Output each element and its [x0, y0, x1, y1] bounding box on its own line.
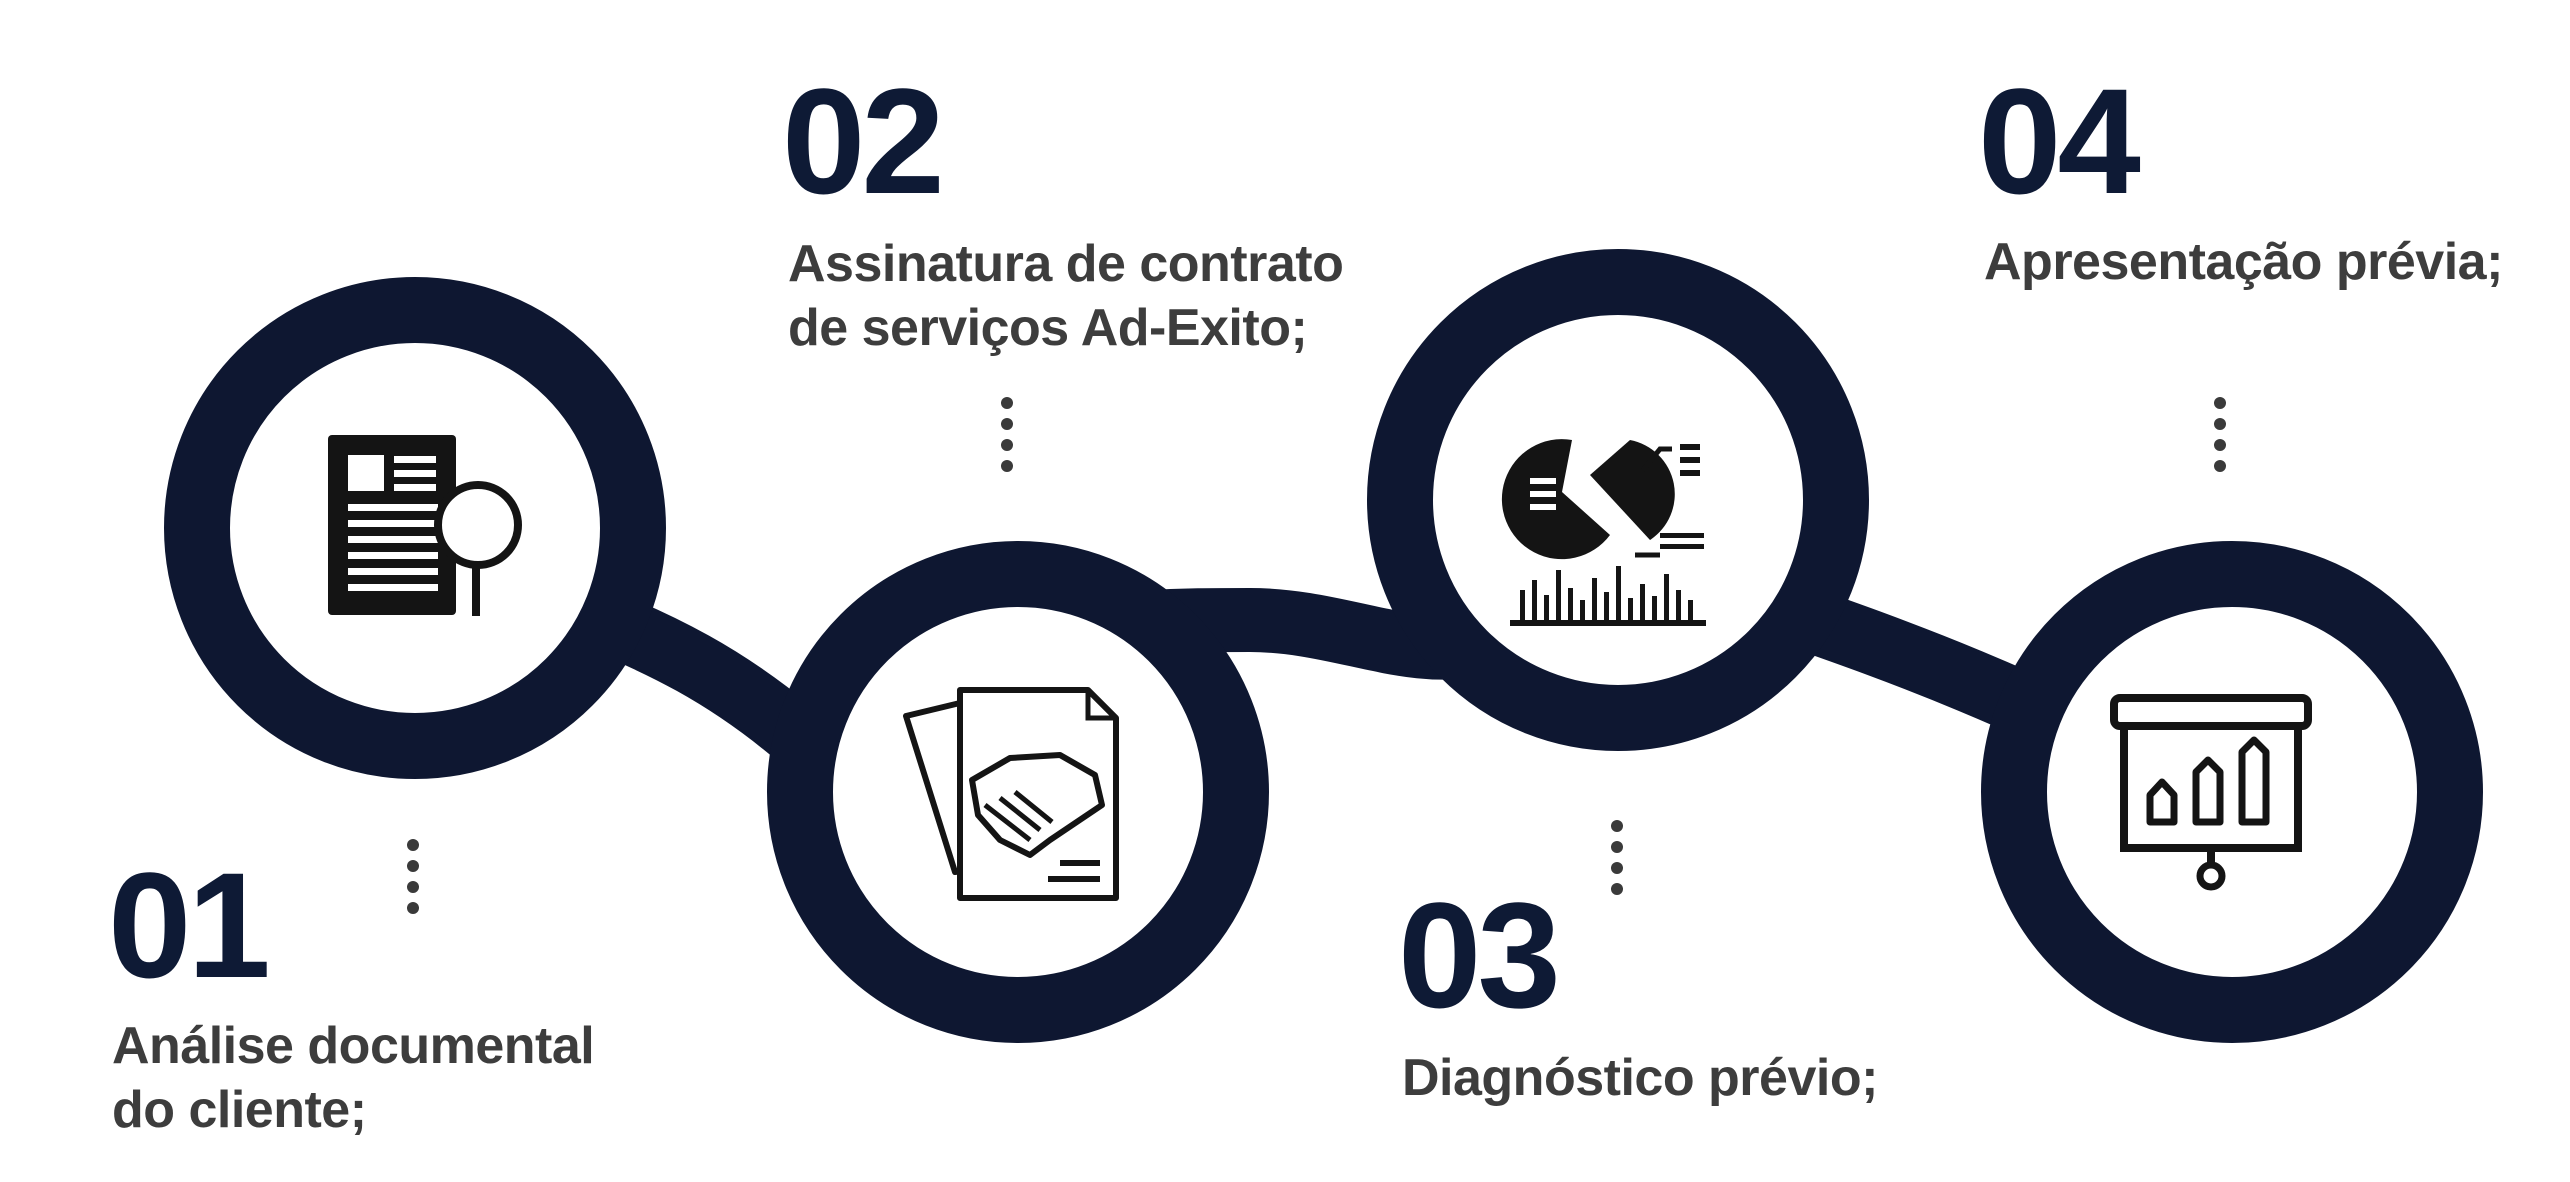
step-description-4: Apresentação prévia; — [1984, 230, 2503, 294]
document-search-icon — [328, 435, 522, 616]
step-description-1: Análise documental do cliente; — [112, 1014, 595, 1142]
contract-handshake-icon — [903, 687, 1119, 901]
dotted-leader-3 — [1611, 820, 1623, 895]
step-description-3-line-1: Diagnóstico prévio; — [1402, 1049, 1878, 1107]
step-description-2-line-2: de serviços Ad-Exito; — [788, 299, 1308, 357]
step-number-4: 04 — [1978, 57, 2141, 225]
timeline-band-wave — [388, 498, 2252, 832]
step-number-3: 03 — [1398, 871, 1561, 1039]
step-description-2-line-1: Assinatura de contrato — [788, 235, 1344, 293]
presentation-board-icon — [2110, 694, 2312, 891]
step-description-4-line-1: Apresentação prévia; — [1984, 233, 2503, 291]
step-number-2: 02 — [782, 57, 945, 225]
timeline-band — [164, 249, 2483, 1043]
step-description-1-line-1: Análise documental — [112, 1017, 595, 1075]
pie-chart-analytics-icon — [1501, 439, 1706, 626]
step-description-2: Assinatura de contrato de serviços Ad-Ex… — [788, 232, 1344, 360]
dotted-leader-1 — [407, 839, 419, 914]
dotted-leader-2 — [1001, 397, 1013, 472]
step-description-1-line-2: do cliente; — [112, 1081, 367, 1139]
dotted-leader-4 — [2214, 397, 2226, 472]
step-description-3: Diagnóstico prévio; — [1402, 1046, 1878, 1110]
step-number-1: 01 — [108, 841, 271, 1009]
